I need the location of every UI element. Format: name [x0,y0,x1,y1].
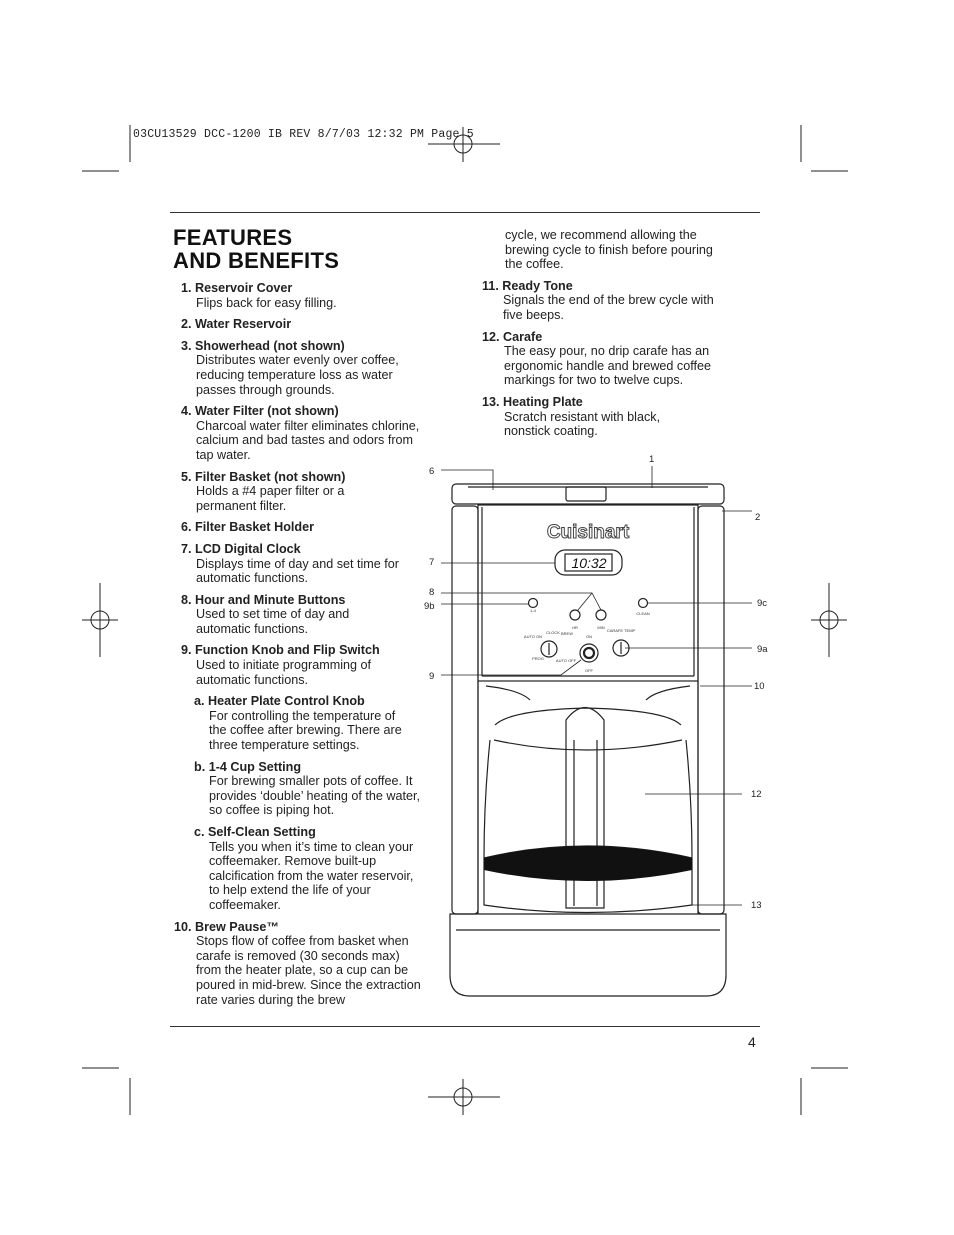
auto-off-label: AUTO OFF [556,658,577,663]
on-label: ON [586,634,592,639]
list-item: 5. Filter Basket (not shown)Holds a #4 p… [181,470,427,514]
carafe-band [484,846,692,881]
top-rule [170,212,760,213]
callout-8: 8 [429,587,435,598]
title-line-1: FEATURES [173,225,293,250]
item-heading: c. Self-Clean Setting [194,825,316,839]
callout-9b: 9b [424,601,435,612]
item-desc: Scratch resistant with black, nonstick c… [504,409,661,439]
item-heading: 10. Brew Pause™ [174,919,279,934]
item-desc: Holds a #4 paper filter or a permanent f… [196,484,345,513]
item-heading: 1. Reservoir Cover [181,281,293,295]
brew-label: BREW [561,631,573,636]
callout-2: 2 [755,512,761,523]
item-desc: For controlling the temperature of the c… [209,708,402,753]
right-column: cycle, we recommend allowing the brewing… [482,228,732,446]
continuation-text: cycle, we recommend allowing the brewing… [505,228,713,272]
item-desc: Charcoal water filter eliminates chlorin… [196,418,420,462]
callout-10: 10 [754,681,765,692]
list-item: 2. Water Reservoir [181,317,427,332]
item-heading: 11. Ready Tone [482,278,573,293]
item-heading: 7. LCD Digital Clock [181,541,301,556]
item-desc: Used to set time of day and automatic fu… [196,607,350,636]
auto-on-label: AUTO ON [524,634,542,639]
item-heading: 2. Water Reservoir [181,317,292,332]
brand-logo: Cuisinart [547,522,630,543]
callout-12: 12 [751,789,762,800]
callout-9a: 9a [757,644,768,655]
list-item: 6. Filter Basket Holder [181,520,427,535]
cups-label: 1-4 [530,608,537,613]
min-label: MIN [597,625,604,630]
carafe-temp-label: CARAFE TEMP [607,628,636,633]
callout-9c: 9c [757,598,768,609]
bottom-rule [170,1026,760,1027]
item-heading: 4. Water Filter (not shown) [181,404,339,419]
item-desc: The easy pour, no drip carafe has an erg… [504,344,712,388]
callout-7: 7 [429,557,435,568]
list-item: 3. Showerhead (not shown)Distributes wat… [181,339,427,397]
item-desc: For brewing smaller pots of coffee. It p… [209,774,420,818]
hr-label: HR [572,625,578,630]
item-heading: 9. Function Knob and Flip Switch [181,643,380,658]
page-number: 4 [748,1034,756,1050]
item-heading: a. Heater Plate Control Knob [194,694,365,709]
item-heading: 8. Hour and Minute Buttons [181,592,346,607]
item-heading: 3. Showerhead (not shown) [181,338,345,353]
item-desc: Flips back for easy filling. [196,295,337,310]
print-slug: 03CU13529 DCC-1200 IB REV 8/7/03 12:32 P… [133,128,474,141]
list-item: 4. Water Filter (not shown)Charcoal wate… [181,404,427,462]
callout-1: 1 [649,454,655,465]
item-heading: 12. Carafe [482,329,543,344]
item-desc: Used to initiate programming of automati… [196,658,371,687]
item-desc: Stops flow of coffee from basket when ca… [196,934,421,1007]
item-heading: 6. Filter Basket Holder [181,520,314,535]
item-heading: b. 1-4 Cup Setting [194,759,302,774]
callout-9: 9 [429,671,435,682]
item-desc: Tells you when it’s time to clean your c… [209,839,414,912]
page-title: FEATURES AND BENEFITS [173,226,339,272]
title-line-2: AND BENEFITS [173,248,340,273]
clock-label: CLOCK [546,630,560,635]
off-label: OFF [585,668,594,673]
callout-13: 13 [751,900,762,911]
item-desc: Displays time of day and set time for au… [196,556,399,586]
lcd-clock: 10:32 [571,555,606,571]
clean-label: CLEAN [636,611,649,616]
item-desc: Signals the end of the brew cycle with f… [503,293,714,322]
item-heading: 5. Filter Basket (not shown) [181,469,346,484]
prog-label: PROG [532,656,544,661]
item-desc: Distributes water evenly over coffee, re… [196,353,399,397]
callout-6: 6 [429,466,435,477]
item-heading: 13. Heating Plate [482,394,583,409]
